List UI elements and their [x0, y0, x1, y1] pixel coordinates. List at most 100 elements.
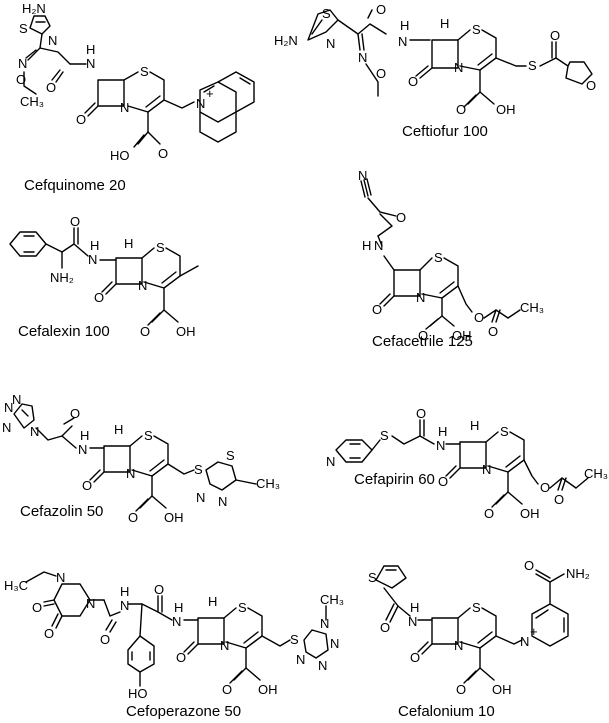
atom-cefazolin-n-amide: N: [78, 442, 87, 457]
atom-cefalexin-o-amide: O: [70, 214, 80, 229]
atom-ceftiofur-o-carbonyl: O: [550, 28, 560, 43]
atom-ceftiofur-o-amide: O: [376, 2, 386, 17]
bonds-cefalexin: [9, 227, 199, 326]
atom-cefacetrile-o-ester: O: [474, 310, 484, 325]
atom-cefalexin-s-ring: S: [156, 240, 165, 255]
atom-cefapirin-ch3: CH₃: [584, 466, 608, 481]
structure-cefquinome: H₂N S N N O CH₃ O N H S N O HO O N + Cef…: [16, 1, 255, 194]
atom-cefalonium-n-amide: N: [408, 614, 417, 629]
caption-cefoperazone: Cefoperazone 50: [126, 703, 241, 720]
atom-ceftiofur-oh: OH: [496, 102, 516, 117]
atom-cefoperazone-h-stereo: H: [208, 594, 217, 609]
atom-cefquinome-plus: +: [206, 86, 214, 101]
atom-cefquinome-o-oxime: O: [16, 72, 26, 87]
atom-cefoperazone-n-tz2: N: [318, 658, 327, 673]
atom-cefalexin-nh2: NH₂: [50, 270, 74, 285]
atom-cefazolin-ch3: CH₃: [256, 476, 280, 491]
atom-ceftiofur-o-acid: O: [456, 102, 466, 117]
atom-cefapirin-n-amide: N: [436, 438, 445, 453]
atom-cefazolin-n3: N: [2, 420, 11, 435]
atom-ceftiofur-o-oxime: O: [376, 66, 386, 81]
atom-cefalonium-s-ring: S: [472, 600, 481, 615]
atom-cefoperazone-o-dioxo2: O: [44, 626, 54, 641]
atom-cefalonium-n-pyridinium: N: [520, 634, 529, 649]
bonds-cefapirin: [335, 419, 589, 508]
atom-cefacetrile-o-acetyl: O: [488, 324, 498, 339]
bonds-cefoperazone: [25, 571, 329, 687]
atom-cefalexin-h-amide: H: [90, 238, 99, 253]
atom-cefoperazone-o-urea: O: [100, 632, 110, 647]
caption-cefquinome: Cefquinome 20: [24, 177, 126, 194]
caption-cefalexin: Cefalexin 100: [18, 323, 110, 340]
atom-cefalonium-h-amide: H: [410, 600, 419, 615]
atom-cefapirin-o-ester: O: [540, 480, 550, 495]
atom-cefoperazone-o-amide: O: [154, 582, 164, 597]
atom-cefalonium-n-ring: N: [454, 638, 463, 653]
atom-cefacetrile-n-ring: N: [416, 290, 425, 305]
structure-cefazolin: N N N N O N H H S N O O OH S S N N CH₃ C…: [2, 392, 280, 525]
atom-cefoperazone-n-urea: N: [120, 598, 129, 613]
atom-cefquinome-h-amide: H: [86, 42, 95, 57]
atom-cefquinome-n-oxime: N: [18, 56, 27, 71]
atom-cefazolin-s-thio: S: [194, 462, 203, 477]
atom-cefalexin-n-amide: N: [88, 252, 97, 267]
atom-cefazolin-n1: N: [4, 400, 13, 415]
bonds-cefalonium: [375, 565, 569, 684]
atom-cefazolin-o-acid: O: [128, 510, 138, 525]
atom-cefacetrile-o-lactam: O: [372, 302, 382, 317]
caption-cefapirin: Cefapirin 60: [354, 471, 435, 488]
atom-cefalonium-nh2: NH₂: [566, 566, 590, 581]
atom-ceftiofur-n-oxime: N: [358, 50, 367, 65]
atom-cefquinome-s-ring: S: [140, 64, 149, 79]
atom-cefoperazone-h3c: H₃C: [4, 578, 28, 593]
atom-ceftiofur-n-amide: N: [398, 34, 407, 49]
atom-cefoperazone-h-urea: H: [120, 584, 129, 599]
atom-cefapirin-h-stereo: H: [470, 418, 479, 433]
atom-cefacetrile-oh: OH: [452, 328, 472, 343]
structure-ceftiofur: H₂N S N O N H N O H S N O O OH S O O Cef…: [274, 2, 596, 140]
atom-cefapirin-s-thio: S: [380, 428, 389, 443]
structure-cefacetrile: N O N H S N O O OH O O CH₃ Cefacetrile 1…: [358, 168, 544, 350]
atom-cefquinome-ho: HO: [110, 148, 130, 163]
atom-cefoperazone-ch3: CH₃: [320, 592, 344, 607]
atom-cefquinome-s-thiazole: S: [19, 21, 28, 36]
atom-cefalonium-s-thiophene: S: [368, 570, 377, 585]
atom-cefoperazone-h-amide: H: [174, 600, 183, 615]
atom-cefalonium-o-carboxamide: O: [524, 558, 534, 573]
atom-cefazolin-n-td2: N: [218, 494, 227, 509]
atom-cefalonium-oh: OH: [492, 682, 512, 697]
atom-cefacetrile-o-acid: O: [418, 328, 428, 343]
atom-cefapirin-o-amide: O: [416, 406, 426, 421]
atom-ceftiofur-o-furan: O: [586, 78, 596, 93]
atom-cefacetrile-n-nitrile: N: [358, 168, 367, 183]
atom-cefquinome-h2n: H₂N: [22, 1, 46, 16]
atom-cefazolin-s-ring: S: [144, 428, 153, 443]
atom-cefoperazone-ho-phenol: HO: [128, 686, 148, 701]
structure-cefoperazone: H₃C N O O N O N H O N H H S N O O OH S N…: [4, 570, 344, 720]
atom-cefoperazone-n-ring: N: [220, 638, 229, 653]
atom-cefacetrile-s-ring: S: [434, 250, 443, 265]
atom-cefquinome-n-thiazole: N: [48, 33, 57, 48]
atom-cefoperazone-oh: OH: [258, 682, 278, 697]
atom-cefazolin-s-thiadiazole: S: [226, 448, 235, 463]
atom-cefoperazone-s-ring: S: [238, 600, 247, 615]
caption-ceftiofur: Ceftiofur 100: [402, 123, 488, 140]
bonds-cefazolin: [13, 403, 257, 512]
atom-cefoperazone-o-acid: O: [222, 682, 232, 697]
caption-cefalonium: Cefalonium 10: [398, 703, 495, 720]
atom-ceftiofur-n-ring: N: [454, 60, 463, 75]
atom-ceftiofur-h-amide: H: [400, 18, 409, 33]
atom-ceftiofur-o-lactam: O: [408, 74, 418, 89]
atom-cefapirin-s-ring: S: [500, 424, 509, 439]
structure-cefalonium: S O N H S N O O OH N + NH₂ O Cefalonium …: [368, 558, 590, 720]
atom-cefquinome-n-ring: N: [120, 100, 129, 115]
atom-cefapirin-oh: OH: [520, 506, 540, 521]
atom-cefazolin-n2: N: [12, 392, 21, 407]
atom-cefapirin-n-ring: N: [482, 462, 491, 477]
structure-cefapirin: N S O N H H S N O O OH O O CH₃ Cefapirin…: [326, 406, 608, 521]
atom-cefacetrile-h-amide: H: [362, 238, 371, 253]
atom-cefoperazone-s-thio: S: [290, 632, 299, 647]
atom-cefalonium-plus: +: [530, 624, 538, 639]
atom-cefapirin-o-acid: O: [484, 506, 494, 521]
